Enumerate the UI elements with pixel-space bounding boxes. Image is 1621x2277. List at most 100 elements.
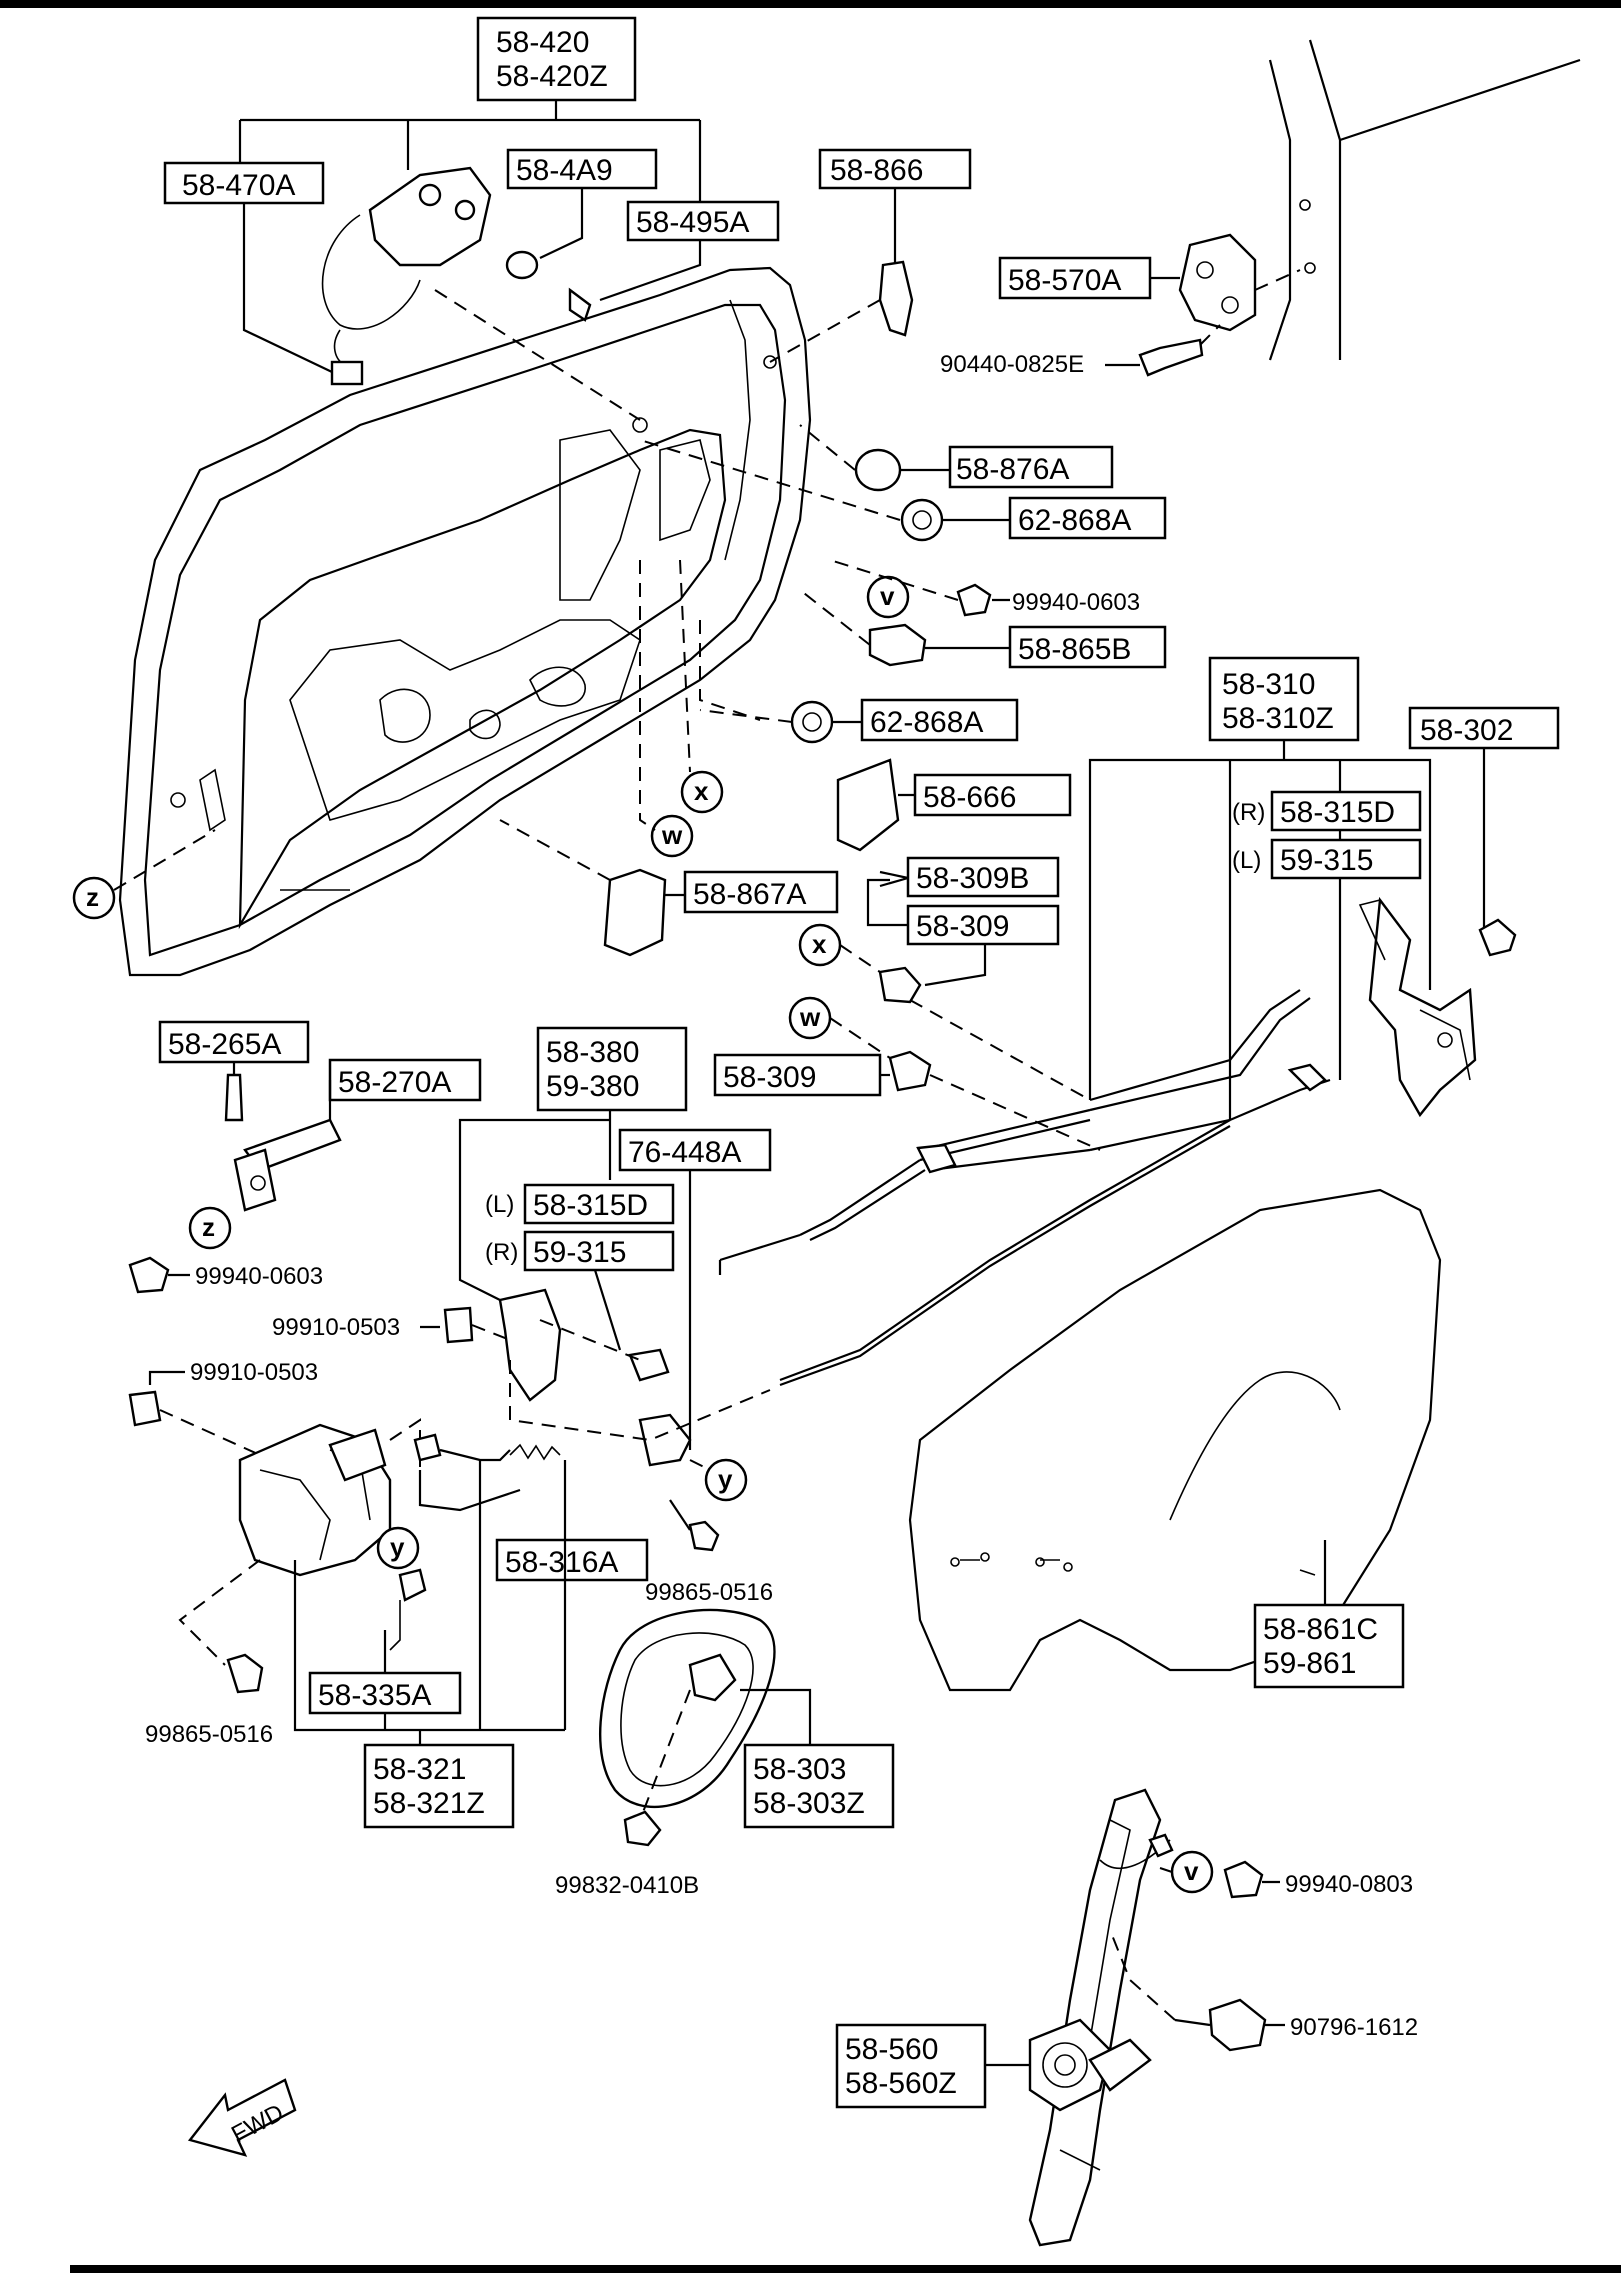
part-label-box [536,1026,688,1112]
clip-part [443,1306,474,1344]
part-label-box [1008,625,1167,669]
part-label-box [683,870,839,914]
fwd-arrow: FWD [187,2078,297,2157]
rod-clip-part [638,1413,692,1467]
side-marker: (L) [1232,847,1261,874]
part-code: 58-303Z [753,1787,865,1820]
part-code: 59-315 [1280,844,1373,877]
ref-circle-z [72,876,116,920]
part-code: 58-876A [956,453,1069,486]
rod-clip-part [1287,1063,1327,1092]
part-label-box [626,200,780,242]
part-code: 58-666 [923,781,1016,814]
svg-text:x: x [694,776,709,806]
part-label-box [835,2023,987,2109]
part-label-box [163,161,325,205]
part-code: 58-310 [1222,668,1315,701]
part-code: 58-316A [505,1546,618,1579]
part-code: 76-448A [628,1136,741,1169]
clip-part [568,287,592,322]
screw-part [688,1520,720,1552]
part-code: 58-861C [1263,1613,1378,1646]
part-code: 58-866 [830,154,923,187]
ref-circle-y [704,1458,748,1502]
bolt-part [1208,1998,1267,2052]
seal-sheet-part [836,758,900,852]
part-label-box [1253,1603,1405,1689]
nut-part [128,1256,170,1294]
svg-text:v: v [1184,1856,1199,1886]
outer-handle-part [368,166,492,267]
grommet-part [790,700,834,744]
door-latch-part [1368,896,1477,1118]
bottom-rule [70,2265,1621,2273]
part-label-box [948,445,1114,489]
top-rule [0,0,1621,8]
part-code: 58-270A [338,1066,451,1099]
part-label-box [1270,790,1422,832]
svg-text:v: v [880,581,895,611]
striker-part [1178,233,1257,332]
part-code: 99865-0516 [645,1579,773,1606]
lock-mechanism-part [498,1288,562,1402]
part-label-box [818,148,972,190]
part-label-box [906,904,1060,946]
bolt-part [1478,918,1517,957]
part-code: 58-380 [546,1036,639,1069]
part-label-box [913,773,1072,817]
seal-part [505,250,539,280]
screw-part [226,1653,264,1694]
rod [439,1448,511,1462]
part-code: 58-420Z [496,60,608,93]
rod-holder-part [878,260,914,337]
plug-part [854,448,902,492]
part-label-box [743,1743,895,1829]
part-code: 58-309 [723,1061,816,1094]
part-code: 58-265A [168,1028,281,1061]
screw-part [1138,338,1204,377]
part-label-box [523,1183,675,1225]
part-code: 58-495A [636,206,749,239]
clip-part [878,966,922,1004]
part-code: 58-420 [496,26,589,59]
part-label-box [713,1053,882,1097]
svg-text:y: y [718,1464,733,1494]
side-marker: (R) [1232,799,1265,826]
part-code: 58-335A [318,1679,431,1712]
part-label-box [328,1058,482,1102]
rod-clip-part [916,1143,957,1174]
part-code: 58-309 [916,910,1009,943]
part-code: 62-868A [870,706,983,739]
svg-text:w: w [799,1002,821,1032]
part-label-box [1008,496,1167,540]
svg-text:w: w [661,820,683,850]
ref-circle-w [650,814,694,858]
side-marker: (R) [485,1239,518,1266]
part-code: 59-315 [533,1236,626,1269]
nut-part [956,583,992,617]
part-code: 99910-0503 [190,1359,318,1386]
svg-text:y: y [390,1532,405,1562]
part-code: 58-470A [182,169,295,202]
ref-circle-x [680,770,724,814]
bushing-part [868,623,927,667]
pin-part [224,1073,244,1122]
part-code: 58-302 [1420,714,1513,747]
part-code: 99940-0603 [1012,589,1140,616]
ref-circle-y [376,1526,420,1570]
part-label-box [860,698,1019,742]
connector-part [330,360,364,386]
window-regulator-part [1028,1788,1162,2247]
screw-part [623,1810,662,1847]
part-label-box [158,1020,310,1064]
svg-text:x: x [812,929,827,959]
rod [1089,989,1301,1102]
part-code: 99940-0803 [1285,1871,1413,1898]
svg-text:z: z [86,882,99,912]
part-code: 90796-1612 [1290,2014,1418,2041]
part-code: 58-315D [533,1189,648,1222]
part-code: 58-303 [753,1753,846,1786]
part-code: 58-321Z [373,1787,485,1820]
grommet-part [900,498,944,542]
